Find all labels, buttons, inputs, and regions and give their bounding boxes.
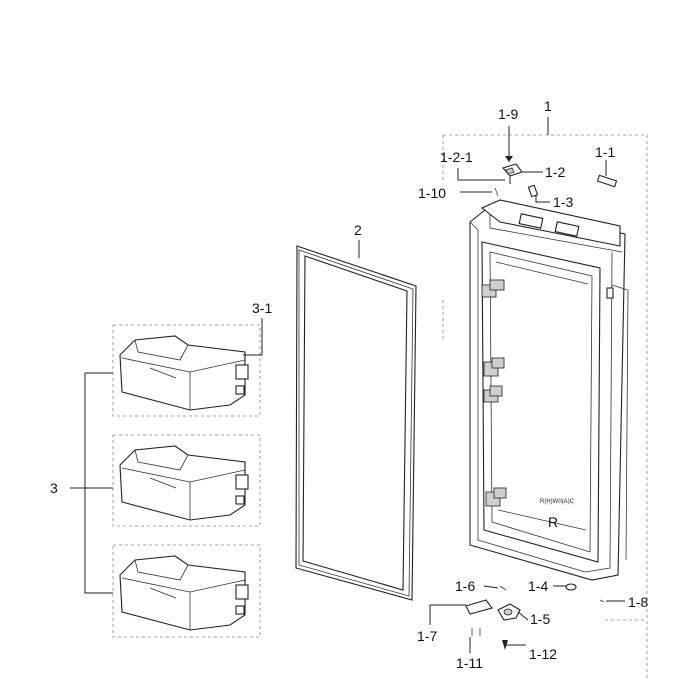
door-bin-top: [119, 335, 249, 411]
door-bin-bottom: [119, 555, 249, 631]
door-model-text: R(H)W0(A)C: [540, 499, 575, 505]
label-1-9: 1-9: [498, 106, 518, 122]
label-1-5: 1-5: [530, 611, 550, 627]
door-assembly: R(H)W0(A)C R: [429, 117, 648, 680]
label-3-1-leader: [243, 318, 263, 356]
label-1-6-leader: [483, 585, 499, 589]
bin-box-middle: [112, 434, 261, 527]
label-1-10: 1-10: [418, 185, 446, 201]
label-1-7-leader: [429, 604, 466, 625]
label-1-4: 1-4: [528, 578, 548, 594]
door-bins-group: [70, 318, 263, 638]
label-1-2: 1-2: [545, 164, 565, 180]
label-3: 3: [50, 480, 58, 496]
bin-box-bottom: [112, 544, 261, 638]
label-1-11: 1-11: [456, 655, 483, 671]
label-1-2-1: 1-2-1: [440, 149, 473, 165]
label-1-1: 1-1: [595, 144, 615, 160]
label-3-1: 3-1: [252, 300, 272, 316]
label-1-2-1-leader: [457, 168, 505, 181]
label-3-bracket: [70, 372, 113, 594]
label-1-3-leader: [535, 195, 550, 203]
bin-box-top: [112, 324, 261, 417]
bottom-hinge: [429, 583, 625, 653]
door-gasket: [295, 240, 417, 601]
label-1-3: 1-3: [553, 194, 573, 210]
label-1-8: 1-8: [628, 594, 648, 610]
label-1-6: 1-6: [455, 578, 475, 594]
label-1-5-leader: [517, 611, 529, 621]
callout-labels: 1 1-9 1-1 1-2-1 1-2 1-10 1-3 2 3-1 3 1-6…: [50, 98, 648, 671]
label-1-7: 1-7: [417, 628, 437, 644]
door-bin-middle: [119, 445, 249, 521]
label-1-12: 1-12: [529, 646, 557, 662]
label-2: 2: [354, 222, 362, 238]
door-side-letter: R: [548, 514, 558, 530]
top-hinge: [457, 126, 543, 184]
label-1: 1: [544, 98, 552, 114]
